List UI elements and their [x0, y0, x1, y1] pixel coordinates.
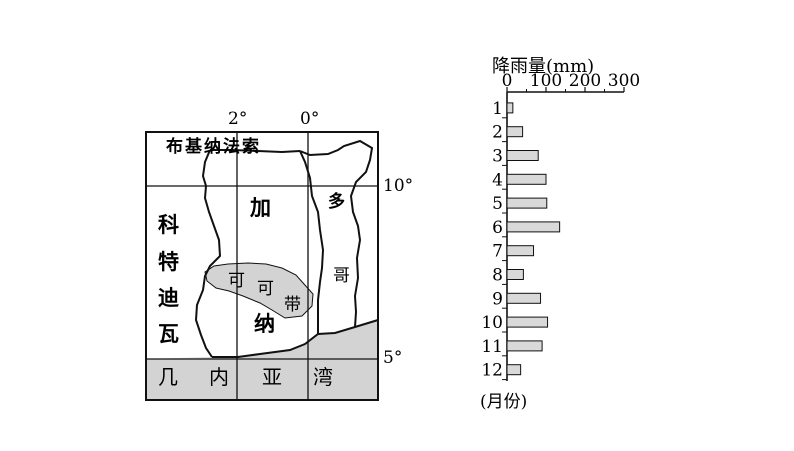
label-gulf-1: 几 [158, 365, 178, 389]
lat-label-10: 10° [383, 176, 413, 196]
month-label-2: 2 [492, 123, 503, 143]
ghana-east-border [299, 150, 325, 334]
label-burkina-faso: 布基纳法索 [166, 136, 261, 157]
ghana-west-border [194, 149, 222, 358]
togo-east-border [299, 139, 374, 328]
bar-month-12 [506, 364, 522, 376]
label-cote-divoire-4: 瓦 [158, 321, 179, 346]
bar-month-3 [506, 150, 539, 161]
bar-month-8 [506, 269, 524, 280]
bar-month-11 [506, 340, 543, 352]
label-gulf-2: 内 [209, 365, 229, 389]
label-cote-divoire-3: 迪 [158, 285, 179, 310]
month-label-9: 9 [492, 289, 503, 309]
sea-area [146, 320, 378, 400]
label-cocoa-3: 带 [284, 295, 301, 315]
chart-ylabel: (月份) [480, 392, 527, 412]
month-label-10: 10 [481, 313, 503, 333]
label-cocoa-2: 可 [257, 279, 274, 299]
label-cote-divoire-1: 科 [158, 212, 179, 237]
month-label-4: 4 [492, 170, 503, 190]
label-ghana-2: 纳 [254, 311, 275, 336]
bar-month-2 [506, 126, 524, 138]
label-cote-divoire-2: 特 [158, 249, 179, 274]
x-tick-label-200: 200 [569, 71, 601, 91]
label-gulf-3: 亚 [262, 365, 282, 389]
bar-month-7 [506, 245, 535, 257]
lon-label-0: 0° [300, 109, 319, 129]
chart-bars [506, 102, 561, 376]
bar-month-5 [506, 197, 548, 209]
lon-label-2: 2° [228, 109, 247, 129]
ghana-map: 2° 0° 10° 5° 布基纳法索 加 纳 科 特 迪 瓦 多 哥 可 可 带… [145, 109, 413, 401]
x-tick-label-100: 100 [530, 71, 562, 91]
month-label-12: 12 [481, 361, 503, 381]
label-togo-2: 哥 [333, 266, 350, 286]
month-label-8: 8 [492, 266, 503, 286]
chart-title: 降雨量(mm) [492, 56, 594, 77]
x-tick-label-0: 0 [502, 71, 513, 91]
x-tick-label-300: 300 [608, 71, 640, 91]
month-label-7: 7 [492, 242, 503, 262]
bar-month-9 [506, 292, 542, 304]
bar-month-6 [506, 221, 561, 233]
month-label-3: 3 [492, 147, 503, 167]
bar-month-4 [506, 173, 547, 185]
month-label-1: 1 [492, 99, 503, 119]
label-cocoa-1: 可 [228, 271, 245, 291]
lat-label-5: 5° [383, 348, 402, 368]
ghana-north-border [210, 149, 301, 154]
map-frame [145, 131, 379, 401]
coastline [212, 319, 379, 358]
cocoa-zone [204, 262, 314, 319]
label-togo-1: 多 [328, 191, 345, 212]
month-label-5: 5 [492, 194, 503, 214]
month-label-6: 6 [492, 218, 503, 238]
label-ghana-1: 加 [249, 195, 271, 220]
month-label-11: 11 [481, 337, 503, 357]
bar-month-1 [506, 102, 514, 114]
bar-month-10 [506, 316, 549, 328]
label-gulf-4: 湾 [313, 365, 333, 389]
